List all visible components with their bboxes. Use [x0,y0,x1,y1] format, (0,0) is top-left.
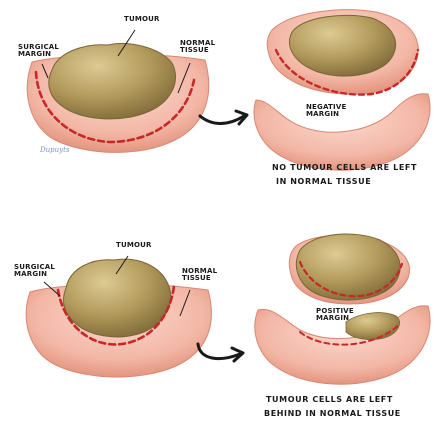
top-normal-tissue-label: Normal Tissue [180,40,226,55]
top-caption-line1: No Tumour Cells are left [272,164,417,172]
top-negative-margin-label: Negative Margin [306,104,366,119]
bottom-caption-line1: Tumour cells are left [266,396,393,404]
bottom-tumour-label: Tumour [116,242,152,249]
bottom-right-specimen-tumour [296,234,400,300]
bottom-caption-line2: behind in normal Tissue [264,410,401,418]
bottom-normal-tissue-label: Normal Tissue [182,268,228,283]
top-arrow [200,116,244,124]
artist-signature: Dupuyts [40,146,69,154]
top-caption-line2: in normal Tissue [276,178,371,186]
top-tumour-label: Tumour [124,16,160,23]
top-surgical-margin-label: Surgical Margin [18,44,68,59]
bottom-arrow [198,344,240,359]
bottom-surgical-margin-label: Surgical Margin [14,264,64,279]
bottom-positive-margin-label: Positive Margin [316,308,368,323]
bottom-left-tumour [64,259,171,337]
